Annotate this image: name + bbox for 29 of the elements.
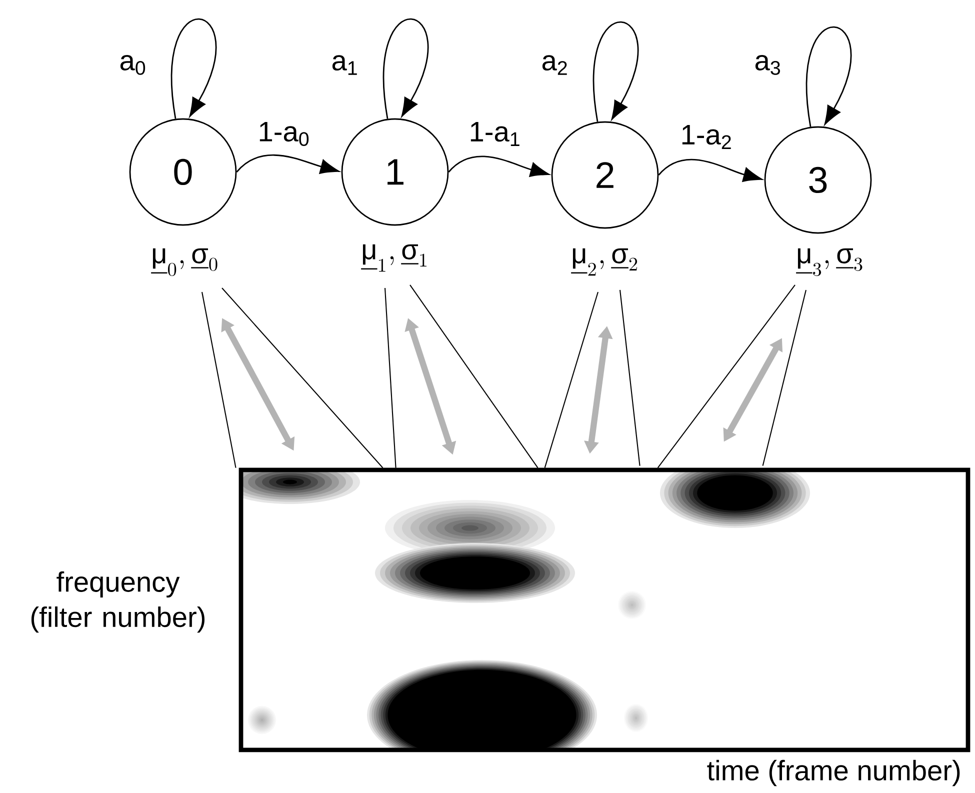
transition-arrow	[658, 158, 762, 182]
self-loop-arrow	[171, 18, 216, 119]
fan-line	[657, 284, 796, 468]
edge-label: a$_{1}$	[332, 55, 357, 75]
transition-arrow	[236, 154, 340, 174]
fan-line	[762, 290, 807, 466]
spectrogram-drawing	[238, 468, 970, 752]
self-loop-arrow	[593, 21, 638, 122]
edge-label: 1-a$_{0}$	[260, 122, 309, 146]
parameter-label: $\underline{\text{μ}}_{0},\underline{\text{σ}}_{0}$	[151, 248, 218, 276]
parameter-label: $\underline{\text{μ}}_{2},\underline{\text{σ}}_{2}$	[571, 248, 638, 276]
fan-line	[619, 290, 640, 466]
parameter-label: $\underline{\text{μ}}_{1},\underline{\text{σ}}_{1}$	[361, 244, 426, 272]
transition-arrow	[448, 156, 550, 177]
axis-label: time (frame number)	[707, 760, 960, 786]
parameter-label: $\underline{\text{μ}}_{3},\underline{\text{σ}}_{3}$	[796, 248, 862, 276]
fan-line	[544, 292, 598, 468]
edge-label: a$_{3}$	[755, 55, 780, 75]
edge-label: a$_{0}$	[120, 55, 146, 75]
edge-label: a$_{2}$	[542, 55, 567, 75]
edge-label: 1-a$_{2}$	[682, 125, 731, 149]
self-loop-arrow	[806, 26, 852, 127]
fan-line	[410, 284, 538, 468]
axis-label: frequency (filter number)	[31, 571, 204, 633]
fan-line	[201, 292, 236, 468]
self-loop-arrow	[383, 18, 428, 119]
fan-line	[384, 288, 396, 468]
fan-line	[222, 288, 384, 468]
edge-label: 1-a$_{1}$	[470, 122, 520, 146]
